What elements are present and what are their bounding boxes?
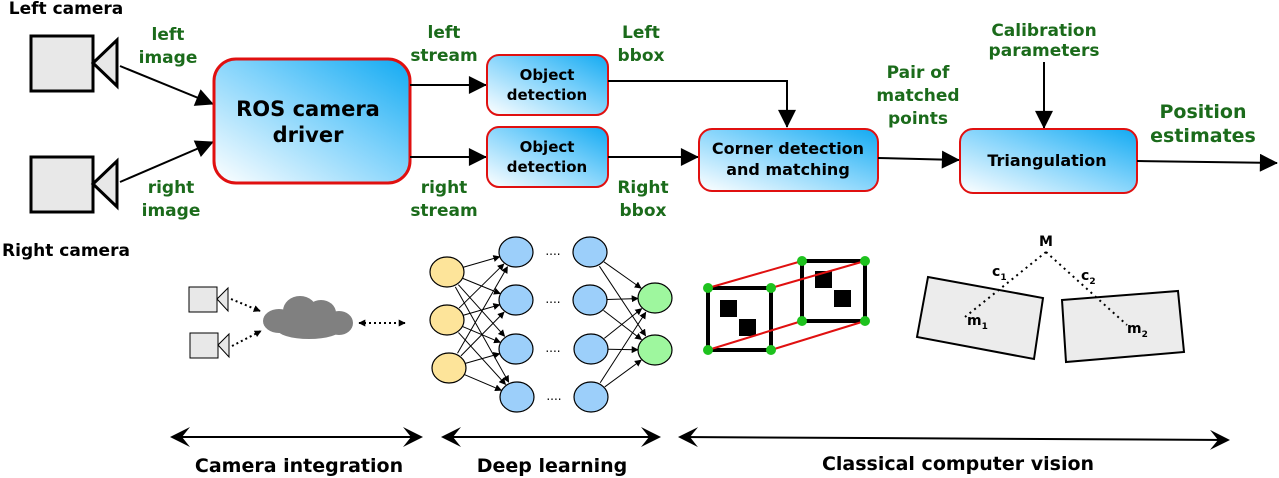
ros-driver-label-2: driver bbox=[273, 123, 345, 147]
right-stream-label-1: right bbox=[421, 178, 468, 198]
nn-connection bbox=[603, 308, 643, 339]
nn-hidden-node bbox=[498, 284, 534, 316]
object-detection-bottom-box: Object detection bbox=[486, 126, 609, 188]
section-classical-cv: Classical computer vision bbox=[822, 453, 1094, 475]
pair-matched-label-2: matched bbox=[876, 86, 959, 106]
section-deep-learning: Deep learning bbox=[477, 455, 628, 477]
nn-ellipsis: .... bbox=[546, 389, 561, 403]
c1-label: c1 bbox=[992, 264, 1007, 283]
nn-connection bbox=[464, 374, 503, 392]
corner-matching-box: Corner detection and matching bbox=[698, 128, 879, 192]
nn-ellipsis: .... bbox=[545, 292, 560, 306]
calibration-label-2: parameters bbox=[989, 41, 1100, 61]
calibration-label-1: Calibration bbox=[991, 21, 1096, 41]
classical-cv-span-arrow bbox=[678, 427, 1230, 450]
object-detection-bottom-label-2: detection bbox=[507, 158, 587, 176]
camera-to-cloud-arrow-bottom bbox=[231, 330, 262, 347]
right-camera-label: Right camera bbox=[2, 241, 130, 261]
m1-label: m1 bbox=[967, 313, 988, 332]
left-bbox-arrow bbox=[608, 80, 796, 128]
nn-connection bbox=[465, 351, 501, 364]
triangulation-box: Triangulation bbox=[959, 128, 1138, 194]
nn-hidden-node bbox=[573, 333, 609, 365]
corner-matching-label-2: and matching bbox=[726, 160, 850, 179]
pair-matched-label-1: Pair of bbox=[887, 63, 950, 83]
nn-hidden-node bbox=[573, 381, 609, 413]
left-image-label-1: left bbox=[152, 25, 185, 45]
left-image-arrow bbox=[119, 65, 214, 106]
right-image-arrow bbox=[119, 140, 214, 183]
position-estimates-label-1: Position bbox=[1160, 101, 1247, 123]
nn-connection bbox=[460, 311, 505, 357]
nn-connection bbox=[458, 263, 505, 309]
nn-ellipsis: .... bbox=[545, 244, 560, 258]
nn-output-node bbox=[637, 282, 673, 314]
left-stream-label-1: left bbox=[428, 23, 461, 43]
nn-hidden-node bbox=[499, 381, 535, 413]
ros-camera-driver-box: ROS camera driver bbox=[212, 57, 412, 185]
position-estimates-arrow bbox=[1136, 153, 1278, 172]
object-detection-top-box: Object detection bbox=[486, 54, 609, 116]
ros-driver-label-1: ROS camera bbox=[236, 97, 380, 121]
nn-hidden-node bbox=[498, 333, 534, 365]
triangulation-label: Triangulation bbox=[987, 151, 1106, 170]
nn-input-node bbox=[429, 256, 465, 288]
nn-input-node bbox=[429, 304, 465, 336]
image-plane-left bbox=[915, 275, 1045, 361]
position-estimates-label-2: estimates bbox=[1150, 125, 1256, 147]
nn-connection bbox=[463, 255, 501, 268]
matched-points-arrow bbox=[877, 150, 960, 169]
pair-matched-label-3: points bbox=[888, 109, 948, 129]
right-stream-label-2: stream bbox=[410, 201, 477, 221]
nn-output-node bbox=[637, 334, 673, 366]
triangulation-geometry-illustration: M c1 c2 m1 m2 bbox=[915, 234, 1186, 364]
right-camera-icon bbox=[29, 155, 119, 214]
left-bbox-label-1: Left bbox=[622, 23, 660, 43]
nn-input-node bbox=[431, 352, 467, 384]
nn-hidden-node bbox=[572, 284, 608, 316]
left-camera-icon bbox=[29, 34, 119, 93]
nn-connection bbox=[463, 303, 501, 316]
right-bbox-label-2: bbox bbox=[620, 201, 667, 221]
small-camera-top-icon bbox=[188, 286, 229, 313]
nn-ellipsis: .... bbox=[545, 341, 560, 355]
nn-connection bbox=[599, 311, 647, 383]
nn-connection bbox=[603, 309, 643, 341]
matched-markers-illustration bbox=[703, 256, 870, 355]
m2-label: m2 bbox=[1127, 321, 1148, 340]
right-bbox-label-1: Right bbox=[617, 178, 668, 198]
object-detection-bottom-label-1: Object bbox=[520, 138, 575, 156]
cloud-icon bbox=[263, 296, 353, 339]
nn-connection bbox=[603, 261, 642, 289]
small-camera-bottom-icon bbox=[189, 332, 230, 359]
nn-connection bbox=[457, 266, 508, 354]
right-image-label-1: right bbox=[148, 178, 195, 198]
c2-label: c2 bbox=[1081, 268, 1096, 287]
corner-matching-label-1: Corner detection bbox=[712, 139, 864, 158]
left-bbox-label-2: bbox bbox=[618, 46, 665, 66]
object-detection-top-label-1: Object bbox=[520, 66, 575, 84]
point-M-label: M bbox=[1039, 234, 1053, 250]
object-detection-top-label-2: detection bbox=[507, 86, 587, 104]
nn-connection bbox=[606, 295, 639, 303]
section-camera-integration: Camera integration bbox=[195, 455, 403, 477]
right-image-label-2: image bbox=[142, 201, 201, 221]
image-plane-right bbox=[1060, 289, 1186, 364]
nn-connection bbox=[604, 359, 642, 388]
camera-to-cloud-arrow-top bbox=[230, 298, 261, 312]
nn-hidden-node bbox=[572, 236, 608, 268]
left-camera-label: Left camera bbox=[9, 0, 123, 19]
left-stream-label-2: stream bbox=[410, 46, 477, 66]
nn-hidden-node bbox=[498, 236, 534, 268]
neural-network-illustration: ................ bbox=[429, 236, 673, 413]
left-image-label-2: image bbox=[139, 48, 198, 68]
